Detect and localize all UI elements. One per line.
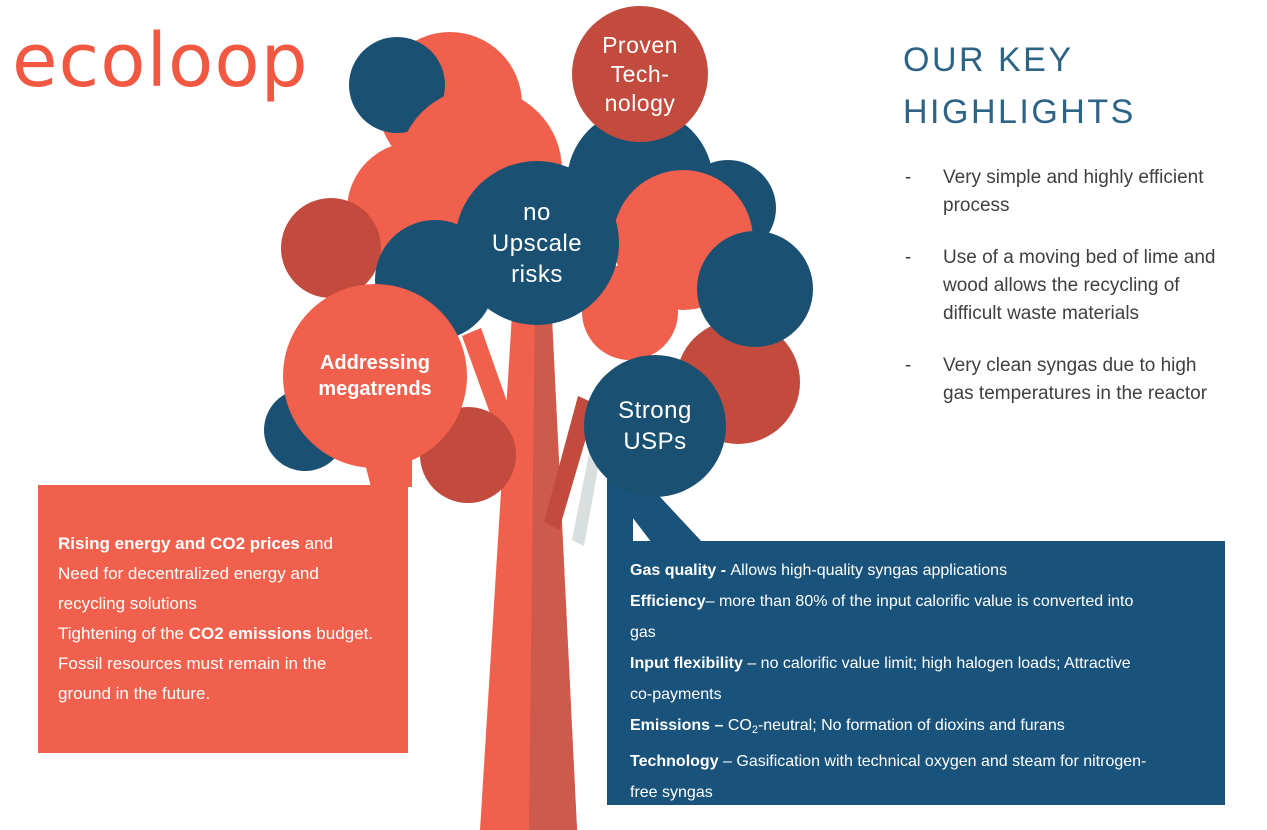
bullet-dash: - — [905, 167, 912, 188]
circle-strong-usps: Strong USPs — [584, 355, 726, 497]
ecoloop-logo: ecoloop — [12, 18, 309, 104]
trunk-shade-side — [529, 298, 577, 830]
callout-line: Input flexibility – no calorific value l… — [630, 655, 1131, 672]
callout-line: Rising energy and CO2 prices and — [58, 534, 333, 553]
callout-line: Technology – Gasification with technical… — [630, 753, 1147, 770]
circle-no-upscale-risks: no Upscale risks — [455, 161, 619, 325]
page-title: OUR KEY HIGHLIGHTS — [903, 41, 1136, 131]
callout-line: Fossil resources must remain in the — [58, 654, 327, 673]
trunk-right-branch — [544, 396, 596, 530]
callout-line: Efficiency– more than 80% of the input c… — [630, 593, 1134, 610]
circle-label-no-upscale-risks: no Upscale risks — [491, 198, 583, 288]
callout-line: Tightening of the CO2 emissions budget. — [58, 624, 374, 643]
circle-proven-technology: Proven Tech- nology — [572, 6, 708, 142]
circle-label-addressing-megatrends: Addressing megatrends — [318, 352, 432, 400]
trunk-left-branch — [462, 328, 522, 452]
list-item: - Use of a moving bed of lime and wood a… — [905, 244, 1263, 328]
highlights-list: - Very simple and highly efficient proce… — [905, 164, 1263, 432]
canopy-circle — [281, 198, 381, 298]
callout-line: Gas quality - Allows high-quality syngas… — [630, 562, 1008, 579]
bullet-text: Very clean syngas due to high gas temper… — [943, 355, 1208, 404]
circle-label-strong-usps: Strong USPs — [618, 397, 692, 455]
bullet-text: Use of a moving bed of lime and wood all… — [943, 247, 1216, 324]
bullet-text: Very simple and highly efficient process — [943, 167, 1204, 216]
bullet-dash: - — [905, 247, 912, 268]
bullet-dash: - — [905, 355, 912, 376]
callout-line: gas — [630, 624, 656, 641]
circle-addressing-megatrends: Addressing megatrends — [283, 284, 467, 468]
callout-line: ground in the future. — [58, 684, 211, 703]
usps-callout-box: Gas quality - Allows high-quality syngas… — [607, 541, 1225, 805]
callout-line: recycling solutions — [58, 594, 197, 613]
circle-label-proven-technology: Proven Tech- nology — [602, 31, 678, 116]
canopy-circle — [697, 231, 813, 347]
list-item: - Very simple and highly efficient proce… — [905, 164, 1263, 220]
callout-line: Emissions – CO2-neutral; No formation of… — [630, 717, 1065, 736]
list-item: - Very clean syngas due to high gas temp… — [905, 352, 1263, 408]
callout-line: free syngas — [630, 784, 713, 801]
callout-line: co-payments — [630, 686, 722, 703]
callout-line: Need for decentralized energy and — [58, 564, 319, 583]
